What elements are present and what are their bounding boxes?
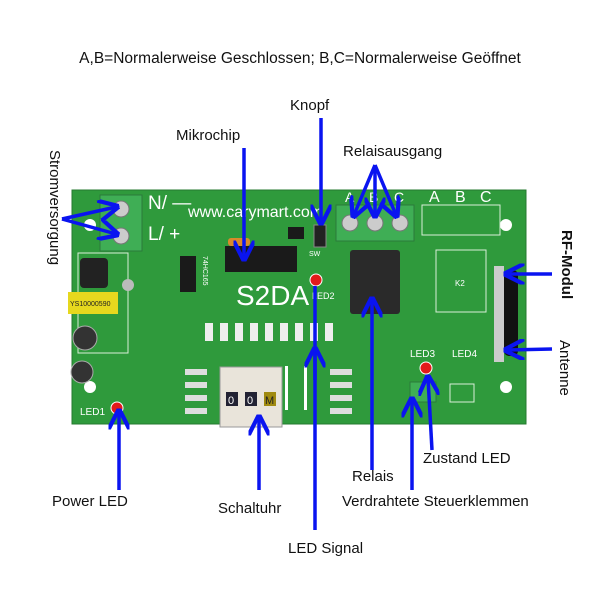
power-n-silk: N/ — [148,193,191,214]
led4-silk: LED4 [452,349,477,360]
label-zustand-led: Zustand LED [423,450,511,467]
led3-silk: LED3 [410,349,435,360]
label-relais: Relais [352,468,394,485]
dial-3: M [265,395,274,407]
label-rf-modul: RF-Modul [558,230,575,300]
silk-c: C [394,189,404,205]
power-supply-module [68,252,134,384]
led1-silk: LED1 [80,407,105,418]
shift-register-chip [180,256,196,292]
led1 [110,401,124,415]
silk-b2: B [455,189,466,206]
chip-silk: 74HC165 [201,256,208,286]
label-led-signal: LED Signal [288,540,364,557]
power-l-silk: L/ + [148,224,180,245]
label-knopf: Knopf [290,97,330,114]
k2-silk: K2 [455,279,465,288]
rf-module [494,266,504,362]
relay-contact-legend: A,B=Normalerweise Geschlossen; B,C=Norma… [79,50,521,67]
led2 [309,273,323,287]
transformer-text: YS10000590 [70,301,111,308]
model-silk: S2DA [236,280,309,311]
control-terminal [409,381,437,403]
silk-c2: C [480,189,492,206]
power-terminal [99,194,143,252]
button-knopf [313,224,327,248]
label-steuerklemmen: Verdrahtete Steuerklemmen [342,493,529,510]
label-stromversorgung: Stromversorgung [46,150,63,266]
dial-2: 0 [247,395,253,407]
label-schaltuhr: Schaltuhr [218,500,282,517]
resistor-diode-rows [185,369,352,414]
sw-silk: SW [309,251,321,258]
label-antenne: Antenne [556,340,573,396]
relay [350,250,400,314]
annotation-arrows [61,118,553,530]
label-power-led: Power LED [52,493,128,510]
label-mikrochip: Mikrochip [176,127,241,144]
dial-1: 0 [228,395,234,407]
led2-silk: LED2 [312,291,335,301]
url-silk: www.carymart.com [187,204,323,221]
label-relaisausgang: Relaisausgang [343,143,443,160]
silk-a: A [345,189,355,205]
silk-a2: A [429,189,440,206]
small-ic [288,227,304,239]
antenna-coil [504,270,518,356]
led3 [419,361,433,375]
